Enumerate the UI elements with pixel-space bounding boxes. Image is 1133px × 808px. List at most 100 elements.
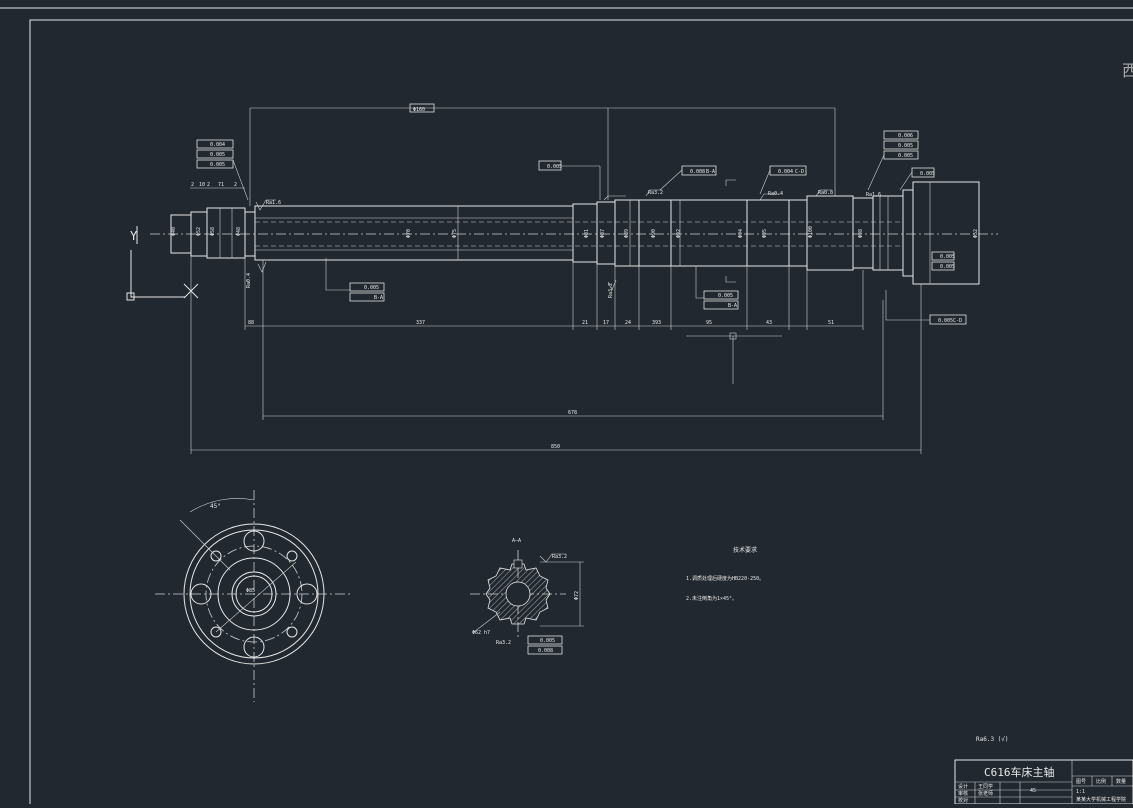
svg-text:Ra1.6: Ra1.6 [866,192,881,198]
svg-text:337: 337 [416,320,425,326]
svg-text:2: 2 [234,182,237,188]
svg-text:Φ52: Φ52 [196,227,202,236]
diameter-labels: Φ40 Φ52 Φ58 Φ48 Φ70 Φ75 Φ81 Φ87 Φ89 Φ90 … [171,226,979,238]
overall-length-text: 850 [551,444,560,450]
flange-angle: 45° [210,503,221,510]
svg-text:王同学: 王同学 [978,783,993,790]
svg-text:Φ100: Φ100 [808,226,814,238]
shaft-segment [746,199,790,267]
svg-text:88: 88 [248,320,254,326]
svg-text:Φ92: Φ92 [676,229,682,238]
svg-text:图号: 图号 [1076,779,1086,785]
svg-text:数量: 数量 [1116,778,1126,785]
svg-text:95: 95 [706,320,712,326]
svg-text:Φ75: Φ75 [452,229,458,238]
shaft-segment [670,199,748,267]
svg-text:0.005: 0.005 [898,153,913,159]
technical-notes: 技术要求 1.调质处理后硬度为HB220-250。 2.未注倒角为1×45°。 [686,546,764,602]
svg-text:0.005: 0.005 [898,143,913,149]
svg-text:24: 24 [625,320,631,326]
svg-text:比例: 比例 [1096,778,1106,785]
svg-text:校对: 校对 [958,797,968,804]
svg-text:Φ90: Φ90 [651,229,657,238]
bottom-dim-texts: 88 337 21 17 24 393 95 43 51 [248,320,834,326]
svg-text:Ra3.2: Ra3.2 [496,640,511,646]
svg-text:0.005: 0.005 [920,171,935,177]
mid-length-text: 678 [568,410,577,416]
axis-y-label: Y [130,229,138,243]
svg-text:Φ70: Φ70 [406,229,412,238]
svg-text:17: 17 [603,320,609,326]
tolerance-frame-2: 0.005 [538,160,601,200]
svg-text:0.005: 0.005 [540,638,555,644]
top-total-dim: Φ160 [413,107,425,113]
svg-text:Φ94: Φ94 [738,229,744,238]
spline-section-view: A—A Φ72 Φ62 h7 Ra3.2 Ra3.2 0.005 0.008 [470,538,584,655]
spline-inner-dim: Φ62 h7 [472,630,490,636]
spline-outer-dim: Φ72 [574,591,580,600]
tolerance-frame-7: 0.005 B-A [325,258,385,302]
svg-text:C-D: C-D [953,318,962,324]
svg-text:Φ81: Φ81 [584,229,590,238]
svg-text:0.005: 0.005 [940,254,955,260]
svg-text:21: 21 [582,320,588,326]
svg-text:Φ98: Φ98 [858,229,864,238]
shaft-flange-head [912,181,980,285]
tolerance-frame-4: 0.004 C-D [759,165,807,195]
svg-text:0.008: 0.008 [538,648,553,654]
ucs-icon [130,250,185,298]
svg-text:张老师: 张老师 [978,790,993,797]
svg-text:0.005: 0.005 [210,162,225,168]
svg-text:51: 51 [828,320,834,326]
tolerance-frame-8: 0.005 B-A [695,266,739,310]
svg-text:某某大学机械工程学院: 某某大学机械工程学院 [1076,796,1126,803]
svg-text:Ra0.8: Ra0.8 [818,190,833,196]
svg-text:B-A: B-A [374,295,383,301]
svg-text:审核: 审核 [958,790,968,797]
svg-text:0.004: 0.004 [210,142,225,148]
corner-char: 西 [1122,61,1133,80]
svg-text:Φ48: Φ48 [236,227,242,236]
svg-text:Φ52: Φ52 [973,229,979,238]
svg-text:0.005: 0.005 [210,152,225,158]
svg-text:Φ40: Φ40 [171,227,177,236]
svg-text:B-A: B-A [728,303,737,309]
tolerance-frame-3: 0.008 B-A [659,165,717,191]
svg-text:0.005: 0.005 [938,318,953,324]
svg-text:1:1: 1:1 [1076,789,1085,795]
svg-text:设计: 设计 [958,783,968,790]
main-shaft-view: Φ40 Φ52 Φ58 Φ48 Φ70 Φ75 Φ81 Φ87 Φ89 Φ90 … [126,103,998,454]
drawing-frame [29,19,1133,804]
svg-text:43: 43 [766,320,772,326]
shaft-main-body [254,205,574,261]
svg-text:71: 71 [218,182,224,188]
svg-text:Φ95: Φ95 [762,229,768,238]
spline-roughness: Ra3.2 [552,554,567,560]
notes-title: 技术要求 [733,546,757,554]
shaft-segment [902,189,914,277]
tolerance-frame-10: 0.005 C-D [885,290,967,325]
flange-end-view: 45° Φ85 [155,490,353,702]
svg-text:B-A: B-A [706,169,715,175]
svg-text:0.005: 0.005 [364,285,379,291]
svg-text:0.008: 0.008 [690,169,705,175]
svg-text:0.005: 0.005 [940,264,955,270]
part-name: C616车床主轴 [984,765,1055,779]
svg-text:C-D: C-D [795,169,804,175]
tolerance-frame-6: 0.005 [899,167,935,191]
svg-text:Ra1.6: Ra1.6 [266,200,281,206]
svg-text:0.005: 0.005 [718,293,733,299]
tolerance-frame-5: 0.006 0.005 0.005 [867,130,919,191]
svg-text:Φ58: Φ58 [210,227,216,236]
svg-text:2: 2 [191,182,194,188]
svg-text:0.005: 0.005 [547,164,562,170]
shaft-segment [788,199,808,267]
svg-text:0.004: 0.004 [778,169,793,175]
svg-text:Φ89: Φ89 [624,229,630,238]
svg-text:2: 2 [207,182,210,188]
tolerance-frame-1: 0.004 0.005 0.005 [196,139,249,201]
note-1: 1.调质处理后硬度为HB220-250。 [686,575,764,582]
tolerance-frame-9: 0.005 0.005 [931,251,955,271]
